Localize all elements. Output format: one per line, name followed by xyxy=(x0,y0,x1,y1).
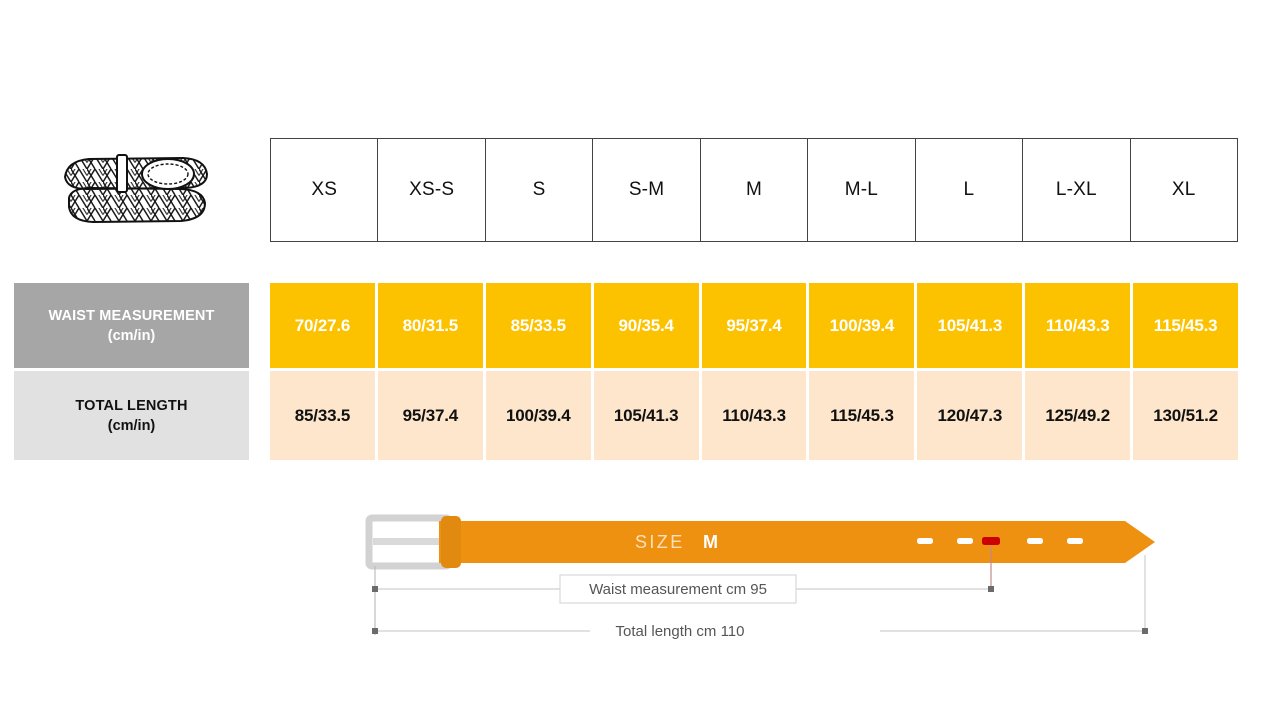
belt-hole xyxy=(1027,538,1043,544)
belt-strap xyxy=(439,521,1155,563)
waist-value-cell: 70/27.6 xyxy=(270,283,375,368)
waist-label-line2: (cm/in) xyxy=(107,327,156,344)
waist-value-cell: 100/39.4 xyxy=(809,283,915,368)
waist-measurement-label: WAIST MEASUREMENT (cm/in) xyxy=(14,283,249,368)
total-length-label: TOTAL LENGTH (cm/in) xyxy=(14,371,249,460)
length-value-cell: 125/49.2 xyxy=(1025,371,1131,460)
belt-hole xyxy=(917,538,933,544)
size-header-cell: L xyxy=(915,139,1024,241)
size-header-row: XS XS-S S S-M M M-L L L-XL XL xyxy=(270,138,1238,242)
length-caption-bg xyxy=(590,618,880,644)
waist-measurement-values: 70/27.6 80/31.5 85/33.5 90/35.4 95/37.4 … xyxy=(270,283,1239,368)
length-value-cell: 130/51.2 xyxy=(1133,371,1239,460)
belt-keeper-loop xyxy=(441,516,461,568)
belt-hole-active xyxy=(982,537,1000,545)
size-header-cell: XL xyxy=(1130,139,1238,241)
length-value-cell: 115/45.3 xyxy=(809,371,915,460)
waist-value-cell: 110/43.3 xyxy=(1025,283,1131,368)
length-value-cell: 95/37.4 xyxy=(377,371,483,460)
length-value-cell: 85/33.5 xyxy=(270,371,375,460)
waist-value-cell: 105/41.3 xyxy=(917,283,1023,368)
length-caption: Total length cm 110 xyxy=(616,623,745,640)
waist-value-cell: 95/37.4 xyxy=(701,283,807,368)
braided-belt-illustration xyxy=(55,143,217,241)
size-header-cell: S-M xyxy=(593,139,701,241)
length-value-cell: 120/47.3 xyxy=(917,371,1023,460)
size-header-cell: M xyxy=(700,139,809,241)
belt-hole xyxy=(957,538,973,544)
waist-caption: Waist measurement cm 95 xyxy=(589,581,767,598)
length-value-cell: 110/43.3 xyxy=(701,371,807,460)
waist-label-line1: WAIST MEASUREMENT xyxy=(48,307,215,324)
waist-value-cell: 85/33.5 xyxy=(485,283,591,368)
size-header-cell: M-L xyxy=(808,139,916,241)
belt-buckle-icon xyxy=(365,514,453,570)
waist-value-cell: 90/35.4 xyxy=(593,283,699,368)
size-header-cell: XS-S xyxy=(378,139,486,241)
size-word-label: SIZE xyxy=(635,532,685,552)
total-length-values: 85/33.5 95/37.4 100/39.4 105/41.3 110/43… xyxy=(270,371,1239,460)
belt-hole xyxy=(1067,538,1083,544)
length-value-cell: 105/41.3 xyxy=(593,371,699,460)
waist-caption-box xyxy=(559,574,797,604)
waist-value-cell: 115/45.3 xyxy=(1133,283,1239,368)
waist-value-cell: 80/31.5 xyxy=(377,283,483,368)
size-header-cell: S xyxy=(485,139,594,241)
length-label-line1: TOTAL LENGTH xyxy=(75,397,188,414)
size-header-cell: XS xyxy=(271,139,379,241)
length-label-line2: (cm/in) xyxy=(107,417,156,434)
size-header-cell: L-XL xyxy=(1023,139,1131,241)
belt-measurement-diagram: SIZE M Waist measurement cm 95 Total l xyxy=(355,500,1155,660)
size-value-label: M xyxy=(703,532,718,552)
length-value-cell: 100/39.4 xyxy=(485,371,591,460)
